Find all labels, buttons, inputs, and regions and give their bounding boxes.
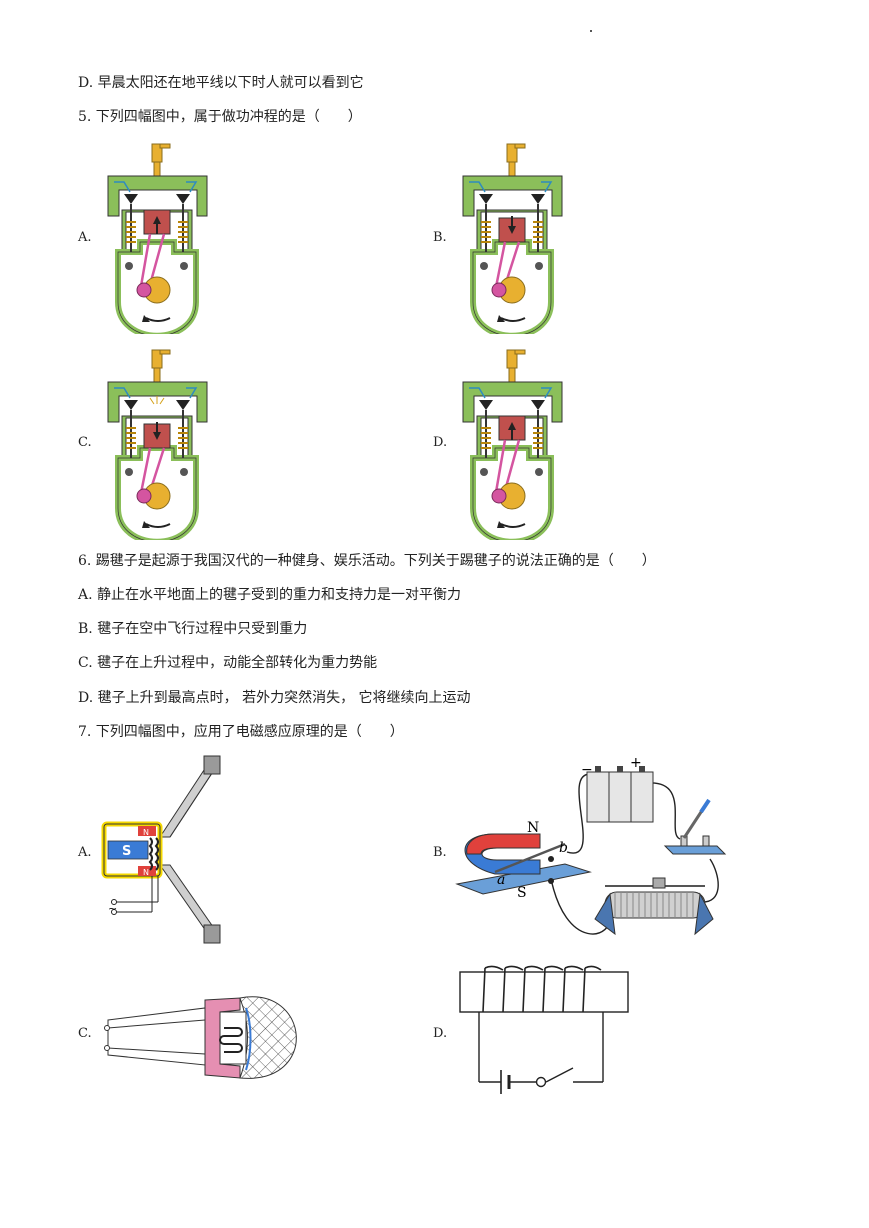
engine-figure-d	[462, 349, 563, 540]
u-magnet	[455, 833, 592, 895]
rod-end-a: a	[497, 872, 505, 888]
q6-option-b: B. 毽子在空中飞行过程中只受到重力	[78, 621, 308, 637]
rheostat	[594, 877, 714, 936]
q6-option-d: D. 毽子上升到最高点时， 若外力突然消失， 它将继续向上运动	[78, 690, 471, 706]
speaker-s-label: S	[122, 844, 131, 859]
q6-option-c: C. 毽子在上升过程中，动能全部转化为重力势能	[78, 655, 378, 671]
engine-figure-a	[107, 143, 208, 334]
battery-plus: +	[630, 755, 642, 771]
question-7: 7. 下列四幅图中，应用了电磁感应原理的是（ ）	[78, 724, 404, 740]
magnet-n-label: N	[527, 820, 539, 836]
speaker-ac-symbol: ~	[108, 902, 117, 915]
q5-label-b: B.	[433, 230, 447, 245]
electromagnet-figure	[459, 965, 629, 1094]
microphone-figure	[104, 996, 297, 1079]
speaker-n-top: N	[143, 828, 149, 837]
question-5: 5. 下列四幅图中，属于做功冲程的是（ ）	[78, 109, 362, 125]
q7-label-d: D.	[433, 1026, 448, 1041]
question-6: 6. 踢毽子是起源于我国汉代的一种健身、娱乐活动。下列关于踢毽子的说法正确的是（…	[78, 553, 656, 569]
q5-label-a: A.	[78, 230, 92, 245]
page-dot	[590, 30, 592, 32]
magnet-s-label: S	[517, 885, 527, 901]
engine-figure-b	[462, 143, 563, 334]
q5-label-c: C.	[78, 435, 92, 450]
battery-minus: −	[581, 762, 593, 778]
speaker-n-bottom: N	[143, 868, 149, 877]
battery-pack	[586, 766, 654, 823]
q7-label-c: C.	[78, 1026, 92, 1041]
speaker-figure: S N N ~	[101, 755, 221, 944]
q4-option-d: D. 早晨太阳还在地平线以下时人就可以看到它	[78, 75, 364, 91]
q7-label-a: A.	[78, 845, 92, 860]
engine-figure-c	[107, 349, 208, 540]
q6-option-a: A. 静止在水平地面上的毽子受到的重力和支持力是一对平衡力	[78, 587, 462, 603]
q5-label-d: D.	[433, 435, 448, 450]
knife-switch	[663, 798, 727, 855]
rod-end-b: b	[559, 840, 568, 856]
motor-circuit-figure: − + N S b a	[455, 755, 727, 936]
q7-label-b: B.	[433, 845, 447, 860]
